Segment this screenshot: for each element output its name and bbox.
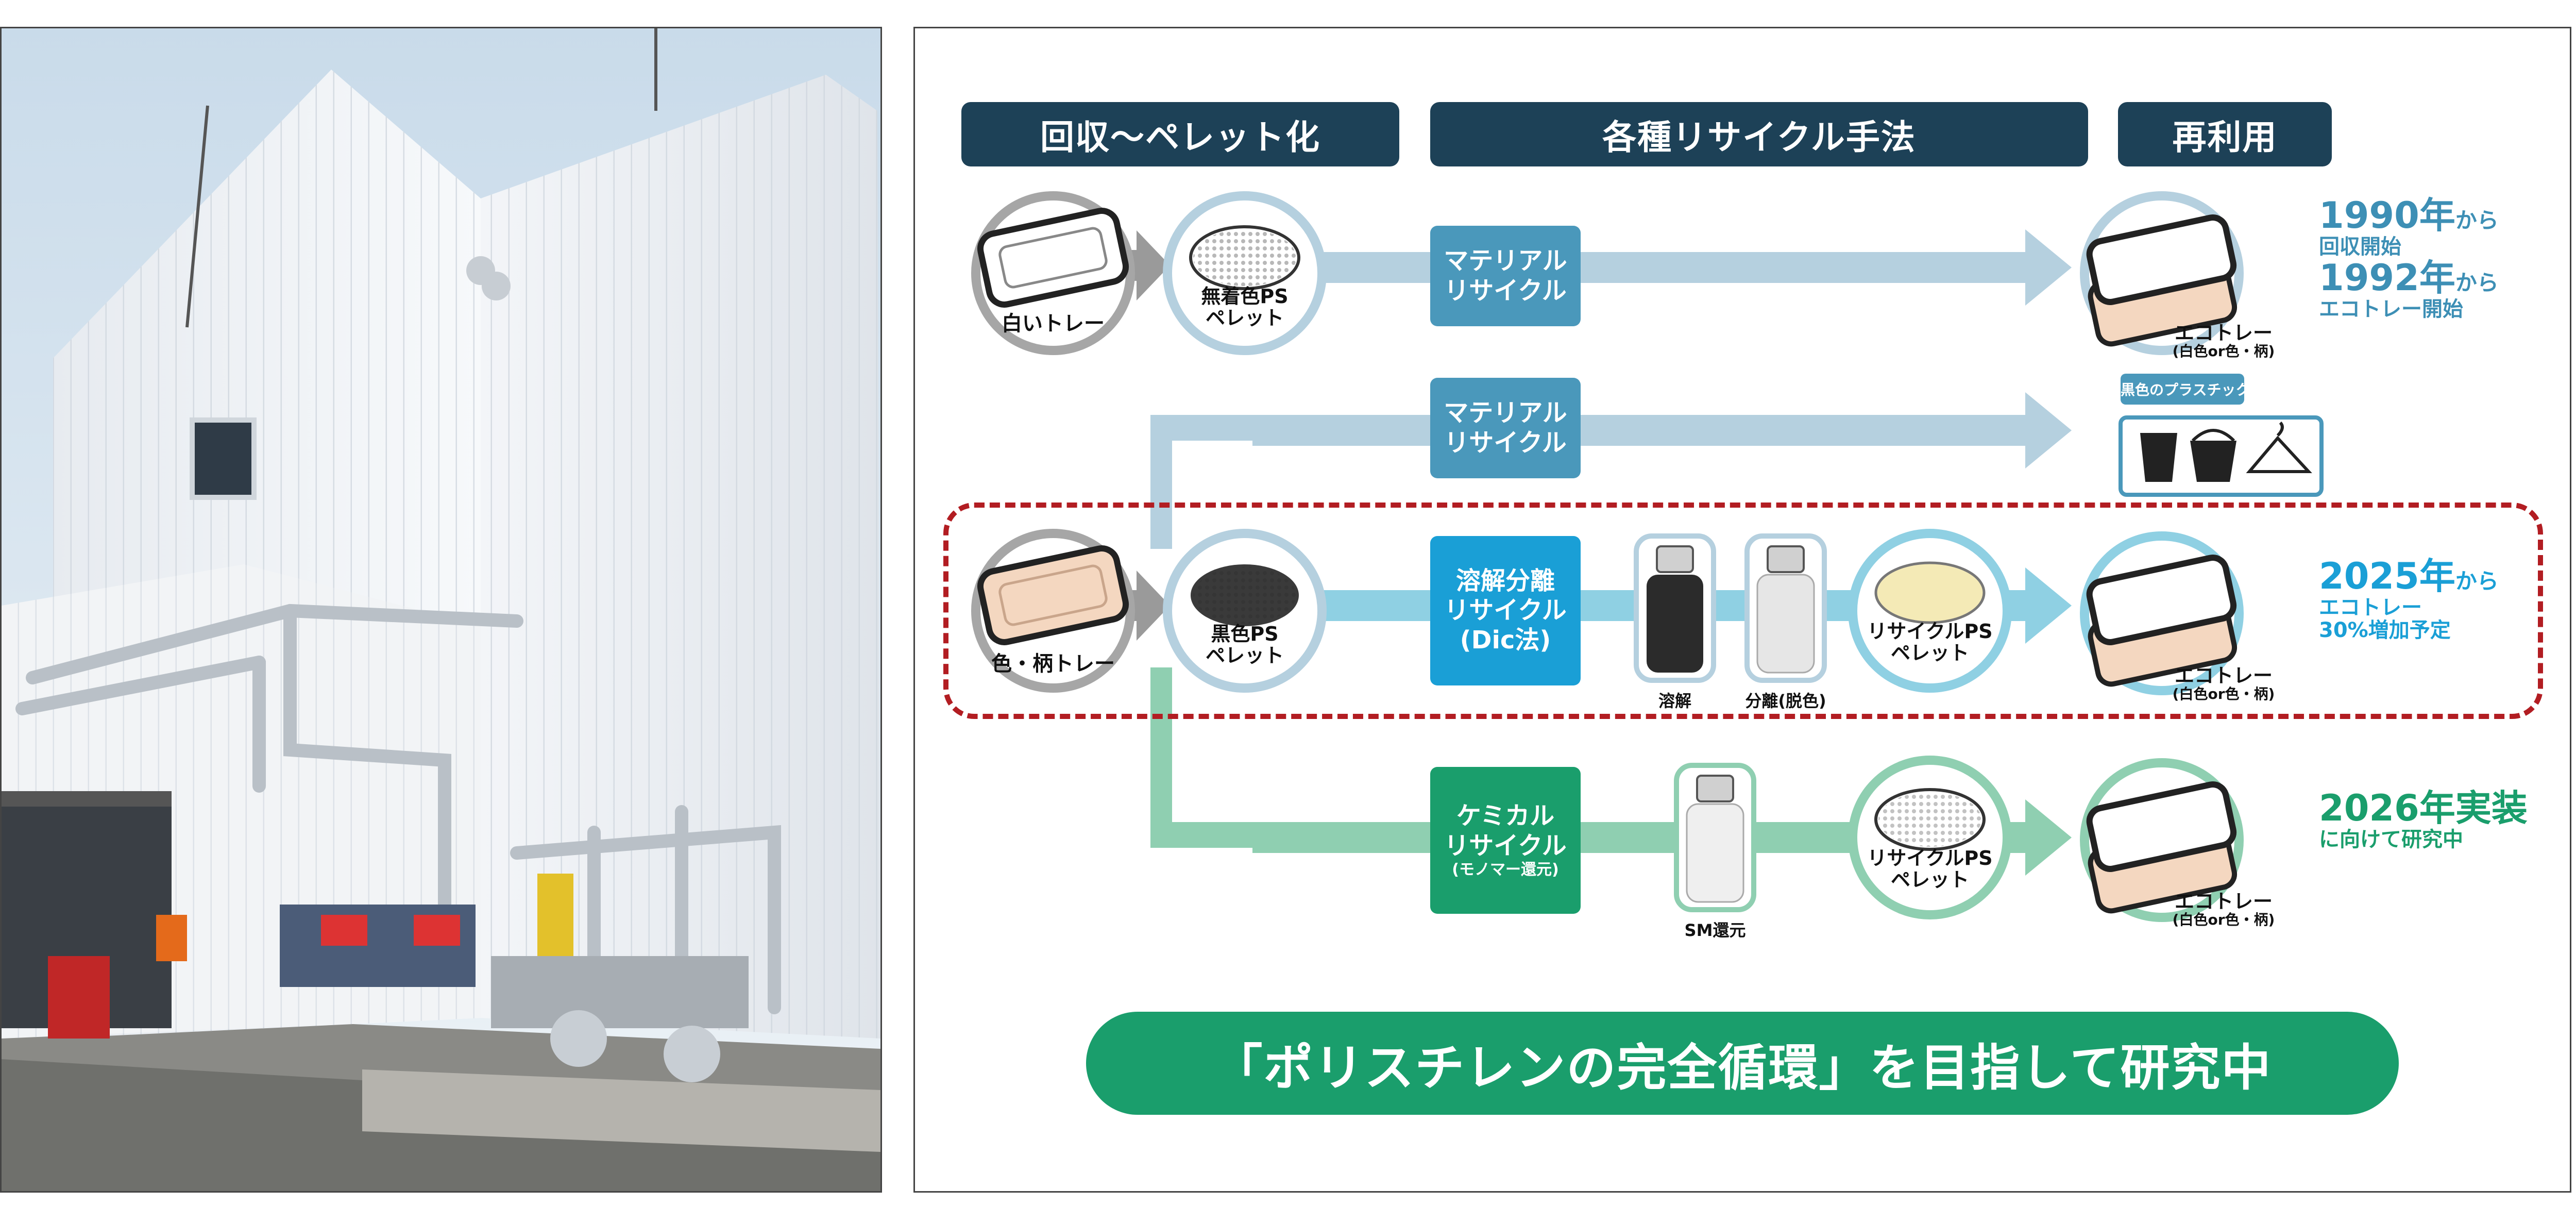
dic-method-highlight bbox=[943, 503, 2543, 719]
hanger-icon bbox=[2246, 421, 2312, 473]
uncolored-pellet-circle bbox=[1163, 191, 1327, 355]
row3-text1: エコトレー bbox=[2319, 596, 2422, 620]
row1-year2: 1992年 bbox=[2319, 257, 2455, 299]
sm-reduction-label: SM還元 bbox=[1684, 920, 1746, 940]
black-pellet-circle bbox=[1163, 529, 1327, 693]
recycled-pellet-yellow-circle bbox=[1848, 529, 2012, 693]
facility-photo-illustration bbox=[2, 28, 880, 1191]
white-tray-label: 白いトレー bbox=[1002, 312, 1105, 336]
row4-text: に向けて研究中 bbox=[2319, 828, 2463, 851]
row3-text2: 30%増加予定 bbox=[2319, 618, 2451, 642]
dissolve-bottle bbox=[1634, 533, 1716, 683]
ecotray-circle-row4 bbox=[2080, 758, 2244, 922]
dissolution-recycle-label: 溶解分離 リサイクル (Dic法) bbox=[1444, 566, 1567, 655]
ecotray-label-row1: エコトレー bbox=[2174, 322, 2273, 344]
row3-note: 2025年から エコトレー 30%増加予定 bbox=[2319, 557, 2499, 642]
ecotray-sub-row4: (白色or色・柄) bbox=[2172, 911, 2275, 928]
row4-note: 2026年実装 に向けて研究中 bbox=[2319, 789, 2528, 851]
chemical-recycle-sub: (モノマー還元) bbox=[1452, 861, 1559, 879]
bucket-icon bbox=[2190, 441, 2236, 482]
branch-connectors bbox=[1150, 415, 1253, 848]
black-pellet-label: 黒色PS ペレット bbox=[1205, 623, 1284, 667]
row1-arrow bbox=[1252, 229, 2072, 306]
black-products-box bbox=[2119, 374, 2324, 497]
colored-tray-label: 色・柄トレー bbox=[991, 652, 1115, 676]
chemical-recycle-box: ケミカル リサイクル (モノマー還元) bbox=[1430, 767, 1581, 914]
cup-icon bbox=[2140, 433, 2177, 482]
ecotray-sub-row1: (白色or色・柄) bbox=[2172, 343, 2275, 360]
dissolve-label: 溶解 bbox=[1658, 691, 1691, 711]
colored-tray-circle bbox=[971, 529, 1135, 693]
diagram-graphics bbox=[971, 191, 2324, 922]
row4-year: 2026年実装 bbox=[2319, 787, 2528, 829]
goal-banner: 「ポリスチレンの完全循環」を目指して研究中 bbox=[1086, 1012, 2399, 1115]
white-tray-circle bbox=[971, 191, 1135, 355]
ecotray-circle-row3 bbox=[2080, 531, 2244, 695]
row1-text2: エコトレー開始 bbox=[2319, 297, 2463, 321]
ecotray-label-row4: エコトレー bbox=[2174, 890, 2273, 913]
material-recycle-box-2: マテリアル リサイクル bbox=[1430, 378, 1581, 478]
row2-arrow bbox=[1252, 392, 2072, 468]
header-reuse: 再利用 bbox=[2118, 102, 2332, 166]
header-methods: 各種リサイクル手法 bbox=[1430, 102, 2088, 166]
ecotray-circle-row1 bbox=[2080, 191, 2244, 355]
dissolution-recycle-box: 溶解分離 リサイクル (Dic法) bbox=[1430, 536, 1581, 685]
recycled-pellet-white-circle bbox=[1848, 756, 2012, 919]
recycled-pellet-label-2: リサイクルPS ペレット bbox=[1867, 847, 1993, 891]
recycling-diagram: 回収〜ペレット化 各種リサイクル手法 再利用 マテリアル リサイクル マテリアル… bbox=[913, 27, 2571, 1193]
row1-text1: 回収開始 bbox=[2319, 235, 2401, 259]
separation-bottle bbox=[1744, 533, 1827, 683]
row3-kara: から bbox=[2455, 568, 2499, 594]
recycled-pellet-label-1: リサイクルPS ペレット bbox=[1867, 620, 1993, 664]
row1-kara2: から bbox=[2455, 270, 2499, 295]
ecotray-label-row3: エコトレー bbox=[2174, 664, 2273, 687]
black-products-label: 黒色のプラスチック成形品 bbox=[2121, 381, 2294, 398]
row1-kara1: から bbox=[2455, 208, 2499, 233]
header-collection: 回収〜ペレット化 bbox=[961, 102, 1399, 166]
material-recycle-box-1: マテリアル リサイクル bbox=[1430, 226, 1581, 326]
row1-year1: 1990年 bbox=[2319, 194, 2455, 237]
material-recycle-label-2: マテリアル リサイクル bbox=[1444, 398, 1567, 457]
material-recycle-label-1: マテリアル リサイクル bbox=[1444, 246, 1567, 305]
row1-note: 1990年から 回収開始 1992年から エコトレー開始 bbox=[2319, 196, 2499, 321]
chemical-recycle-label: ケミカル リサイクル bbox=[1444, 801, 1567, 860]
ecotray-sub-row3: (白色or色・柄) bbox=[2172, 685, 2275, 702]
separation-label: 分離(脱色) bbox=[1745, 691, 1826, 711]
row3-year: 2025年 bbox=[2319, 555, 2455, 597]
facility-photo bbox=[0, 27, 882, 1193]
sm-bottle bbox=[1674, 763, 1756, 912]
uncolored-pellet-label: 無着色PS ペレット bbox=[1201, 285, 1289, 329]
